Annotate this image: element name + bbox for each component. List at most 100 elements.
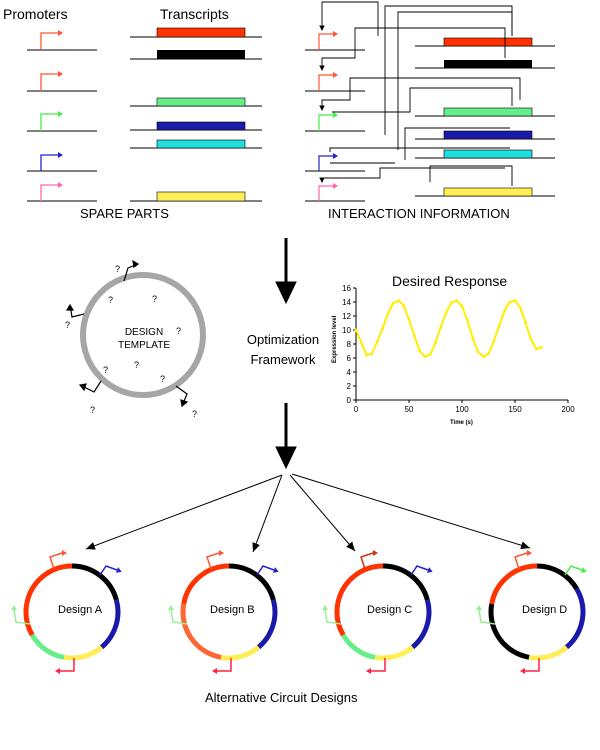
promoter-arrow-head: [426, 567, 433, 573]
design-c-label: Design C: [367, 604, 413, 616]
circuit-segment: [410, 599, 432, 650]
promoter-arrow: [371, 658, 386, 672]
promoter-arrow-head: [580, 567, 587, 573]
response-point: [534, 347, 538, 351]
spare-transcripts: [130, 27, 262, 202]
interaction-transcripts: [415, 37, 555, 197]
response-point: [365, 353, 368, 357]
promoter-arrow: [170, 609, 188, 625]
design-d-label: Design D: [522, 604, 568, 616]
flow-arrows: [275, 238, 297, 470]
x-tick-label: 150: [508, 405, 522, 414]
interaction-promoters: [305, 31, 365, 202]
template-label-line2: TEMPLATE: [117, 340, 171, 351]
spare-promoters: [27, 30, 97, 202]
x-tick-label: 100: [455, 405, 469, 414]
response-point: [397, 299, 400, 302]
y-tick-label: 6: [347, 354, 352, 363]
circuit-segment: [180, 603, 222, 660]
promoter-orange-1: [27, 30, 97, 51]
circuit-segment: [30, 633, 65, 660]
response-point: [529, 337, 533, 341]
promoter-arrow: [478, 609, 496, 625]
circuit-segment: [382, 563, 430, 601]
x-axis-label: Time (s): [450, 420, 473, 426]
response-point: [439, 325, 443, 329]
transcript-green: [156, 97, 246, 107]
y-tick-label: 10: [342, 326, 351, 335]
promoter-arrow: [60, 658, 75, 672]
response-point: [381, 327, 384, 330]
promoter-arrow-head: [62, 550, 67, 556]
design-arrows: [85, 473, 531, 553]
response-point: [503, 309, 506, 313]
response-point: [455, 299, 459, 302]
response-point: [386, 312, 390, 316]
transcripts-header: Transcripts: [160, 6, 229, 22]
circuit-segment: [489, 563, 538, 605]
response-point: [407, 318, 411, 321]
template-q3: ?: [65, 320, 70, 330]
circuit-segment: [335, 563, 384, 605]
x-tick-label: 0: [354, 405, 359, 414]
response-point: [354, 328, 358, 332]
promoter-orange-2: [27, 71, 97, 92]
circuit-segment: [341, 633, 376, 660]
transcript-orange: [156, 27, 246, 38]
promoter-arrow: [514, 552, 528, 570]
response-point: [423, 355, 427, 358]
optimization-framework-caption: Optimization Framework: [246, 332, 320, 367]
promoter-arrow: [217, 658, 232, 672]
transcript-blue: [156, 121, 246, 131]
circuit-segment: [228, 563, 276, 601]
promoter-arrow-head: [373, 550, 378, 556]
response-point: [481, 355, 485, 358]
template-q10: ?: [192, 409, 197, 419]
template-q1: ?: [115, 264, 120, 274]
design-template: ? ? ? ? ? ? ? ? ? ?: [65, 259, 206, 419]
promoter-arrow-head: [272, 567, 279, 573]
design-circuit-d: [476, 550, 587, 674]
response-point: [497, 324, 501, 328]
template-q6: ?: [103, 365, 108, 375]
template-q2: ?: [152, 294, 157, 304]
promoter-arrow: [324, 609, 342, 625]
template-q5: ?: [176, 326, 181, 336]
promoters-header: Promoters: [3, 6, 68, 22]
promoter-arrow-head: [520, 668, 525, 674]
promoter-arrow-head: [527, 550, 532, 556]
response-point: [508, 300, 512, 304]
chart-title: Desired Response: [392, 273, 508, 289]
circuit-segment: [488, 603, 530, 660]
promoter-arrow-head: [168, 605, 174, 610]
promoter-blue: [27, 152, 97, 172]
response-point: [412, 334, 416, 337]
promoter-arrow: [206, 552, 220, 570]
interaction-info-caption: INTERACTION INFORMATION: [328, 206, 510, 221]
promoter-pink: [27, 182, 97, 202]
response-point: [418, 349, 421, 353]
response-point: [487, 352, 490, 356]
response-point: [513, 299, 517, 302]
promoter-arrow-head: [55, 668, 60, 674]
circuit-segment: [374, 645, 415, 661]
transcript-black: [157, 50, 245, 59]
promoter-arrow-head: [476, 605, 482, 610]
design-circuit-a: [11, 550, 122, 674]
design-a-label: Design A: [58, 604, 103, 616]
circuit-segment: [334, 603, 346, 637]
circuit-segment: [63, 645, 104, 661]
design-circuit-c: [322, 550, 433, 674]
promoter-arrow: [360, 552, 374, 570]
response-point: [492, 339, 496, 343]
response-point: [434, 341, 437, 344]
promoter-arrow-head: [366, 668, 371, 674]
circuit-segment: [564, 587, 586, 650]
response-point: [460, 304, 464, 308]
promoter-arrow: [13, 609, 31, 625]
y-axis-label: Expression level: [332, 315, 338, 363]
y-tick-label: 2: [347, 382, 352, 391]
circuit-segment: [24, 563, 73, 605]
y-tick-label: 8: [347, 340, 352, 349]
response-point: [476, 350, 480, 354]
